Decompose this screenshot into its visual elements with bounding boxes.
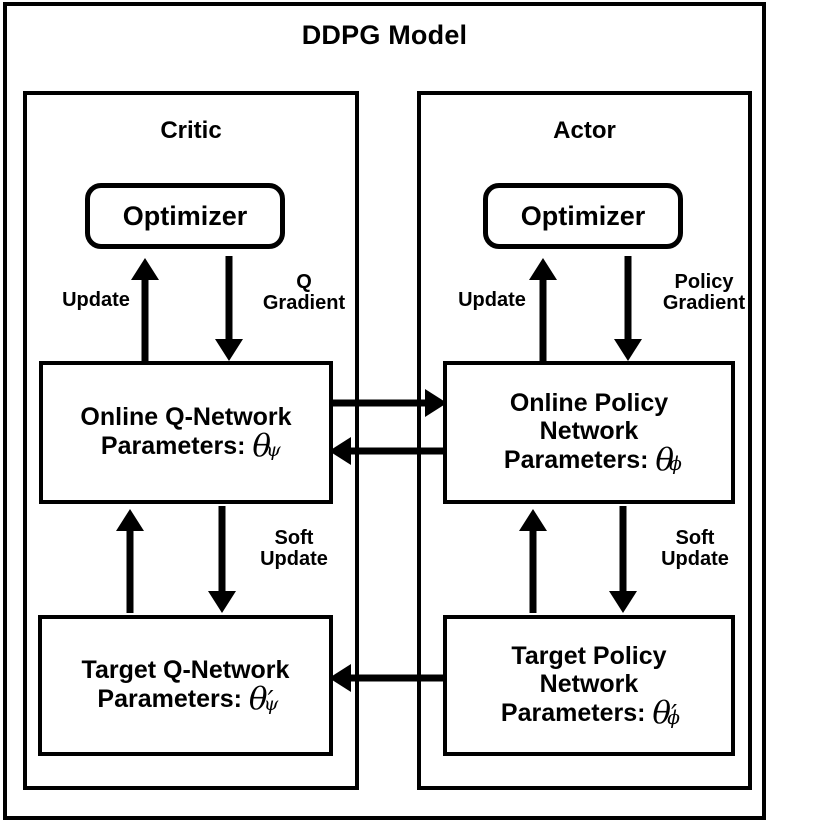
critic-soft-update-label: Soft Update — [260, 527, 328, 570]
critic-q-gradient-arrow — [214, 256, 244, 361]
arrow-shaft — [347, 674, 447, 682]
online-policy-network-params-label: Parameters: — [503, 446, 656, 474]
critic-update-label: Update — [62, 289, 130, 311]
actor-update-label: Update — [458, 289, 526, 311]
arrow-shaft — [225, 256, 233, 341]
arrow-head-icon — [208, 591, 236, 613]
target-policy-network-params-label: Parameters: — [500, 699, 653, 727]
arrow-shaft — [347, 447, 447, 455]
arrow-head-icon — [529, 258, 557, 280]
online-policy-to-online-q-arrow — [329, 436, 447, 466]
online-q-to-online-policy-arrow — [331, 388, 447, 418]
arrow-head-icon — [329, 437, 351, 465]
critic-panel-title: Critic — [160, 117, 222, 144]
arrow-shaft — [539, 278, 547, 361]
critic-q-gradient-label: Q Gradient — [262, 271, 346, 314]
actor-policy-gradient-arrow — [613, 256, 643, 361]
arrow-head-icon — [329, 664, 351, 692]
arrow-shaft — [624, 256, 632, 341]
arrow-shaft — [126, 529, 134, 613]
theta-prime-phi-symbol: θ′ϕ — [652, 695, 680, 731]
arrow-head-icon — [215, 339, 243, 361]
critic-target-to-online-arrow — [115, 509, 145, 613]
arrow-head-icon — [116, 509, 144, 531]
arrow-head-icon — [614, 339, 642, 361]
actor-update-arrow — [528, 258, 558, 361]
actor-policy-gradient-label: Policy Gradient — [662, 271, 746, 314]
online-policy-network-subtitle: Network — [539, 417, 639, 445]
arrow-head-icon — [519, 509, 547, 531]
critic-optimizer-box[interactable]: Optimizer — [85, 183, 285, 249]
arrow-head-icon — [425, 389, 447, 417]
actor-soft-update-arrow — [608, 506, 638, 613]
target-policy-network-title: Target Policy — [511, 642, 667, 670]
theta-prime-psi-symbol: θ′ψ — [248, 681, 279, 717]
arrow-shaft — [619, 506, 627, 593]
online-q-network-title: Online Q-Network — [80, 403, 292, 431]
actor-target-to-online-arrow — [518, 509, 548, 613]
critic-soft-update-arrow — [207, 506, 237, 613]
target-q-network-params-label: Parameters: — [97, 685, 249, 713]
online-policy-network-title: Online Policy — [509, 389, 669, 417]
target-policy-network-subtitle: Network — [539, 670, 639, 698]
critic-update-arrow — [130, 258, 160, 361]
critic-optimizer-label: Optimizer — [122, 200, 248, 231]
target-policy-network-box[interactable]: Target Policy Network Parameters: θ′ϕ — [443, 615, 735, 756]
target-q-network-title: Target Q-Network — [81, 656, 290, 684]
arrow-shaft — [218, 506, 226, 593]
arrow-shaft — [141, 278, 149, 361]
actor-optimizer-label: Optimizer — [520, 200, 646, 231]
page-title: DDPG Model — [301, 20, 468, 50]
online-q-network-params-label: Parameters: — [100, 432, 253, 460]
target-q-network-box[interactable]: Target Q-Network Parameters: θ′ψ — [38, 615, 333, 756]
arrow-shaft — [529, 529, 537, 613]
arrow-head-icon — [131, 258, 159, 280]
actor-soft-update-label: Soft Update — [661, 527, 729, 570]
arrow-shaft — [331, 399, 429, 407]
target-policy-to-target-q-arrow — [329, 663, 447, 693]
arrow-head-icon — [609, 591, 637, 613]
actor-optimizer-box[interactable]: Optimizer — [483, 183, 683, 249]
actor-panel-title: Actor — [553, 117, 616, 144]
